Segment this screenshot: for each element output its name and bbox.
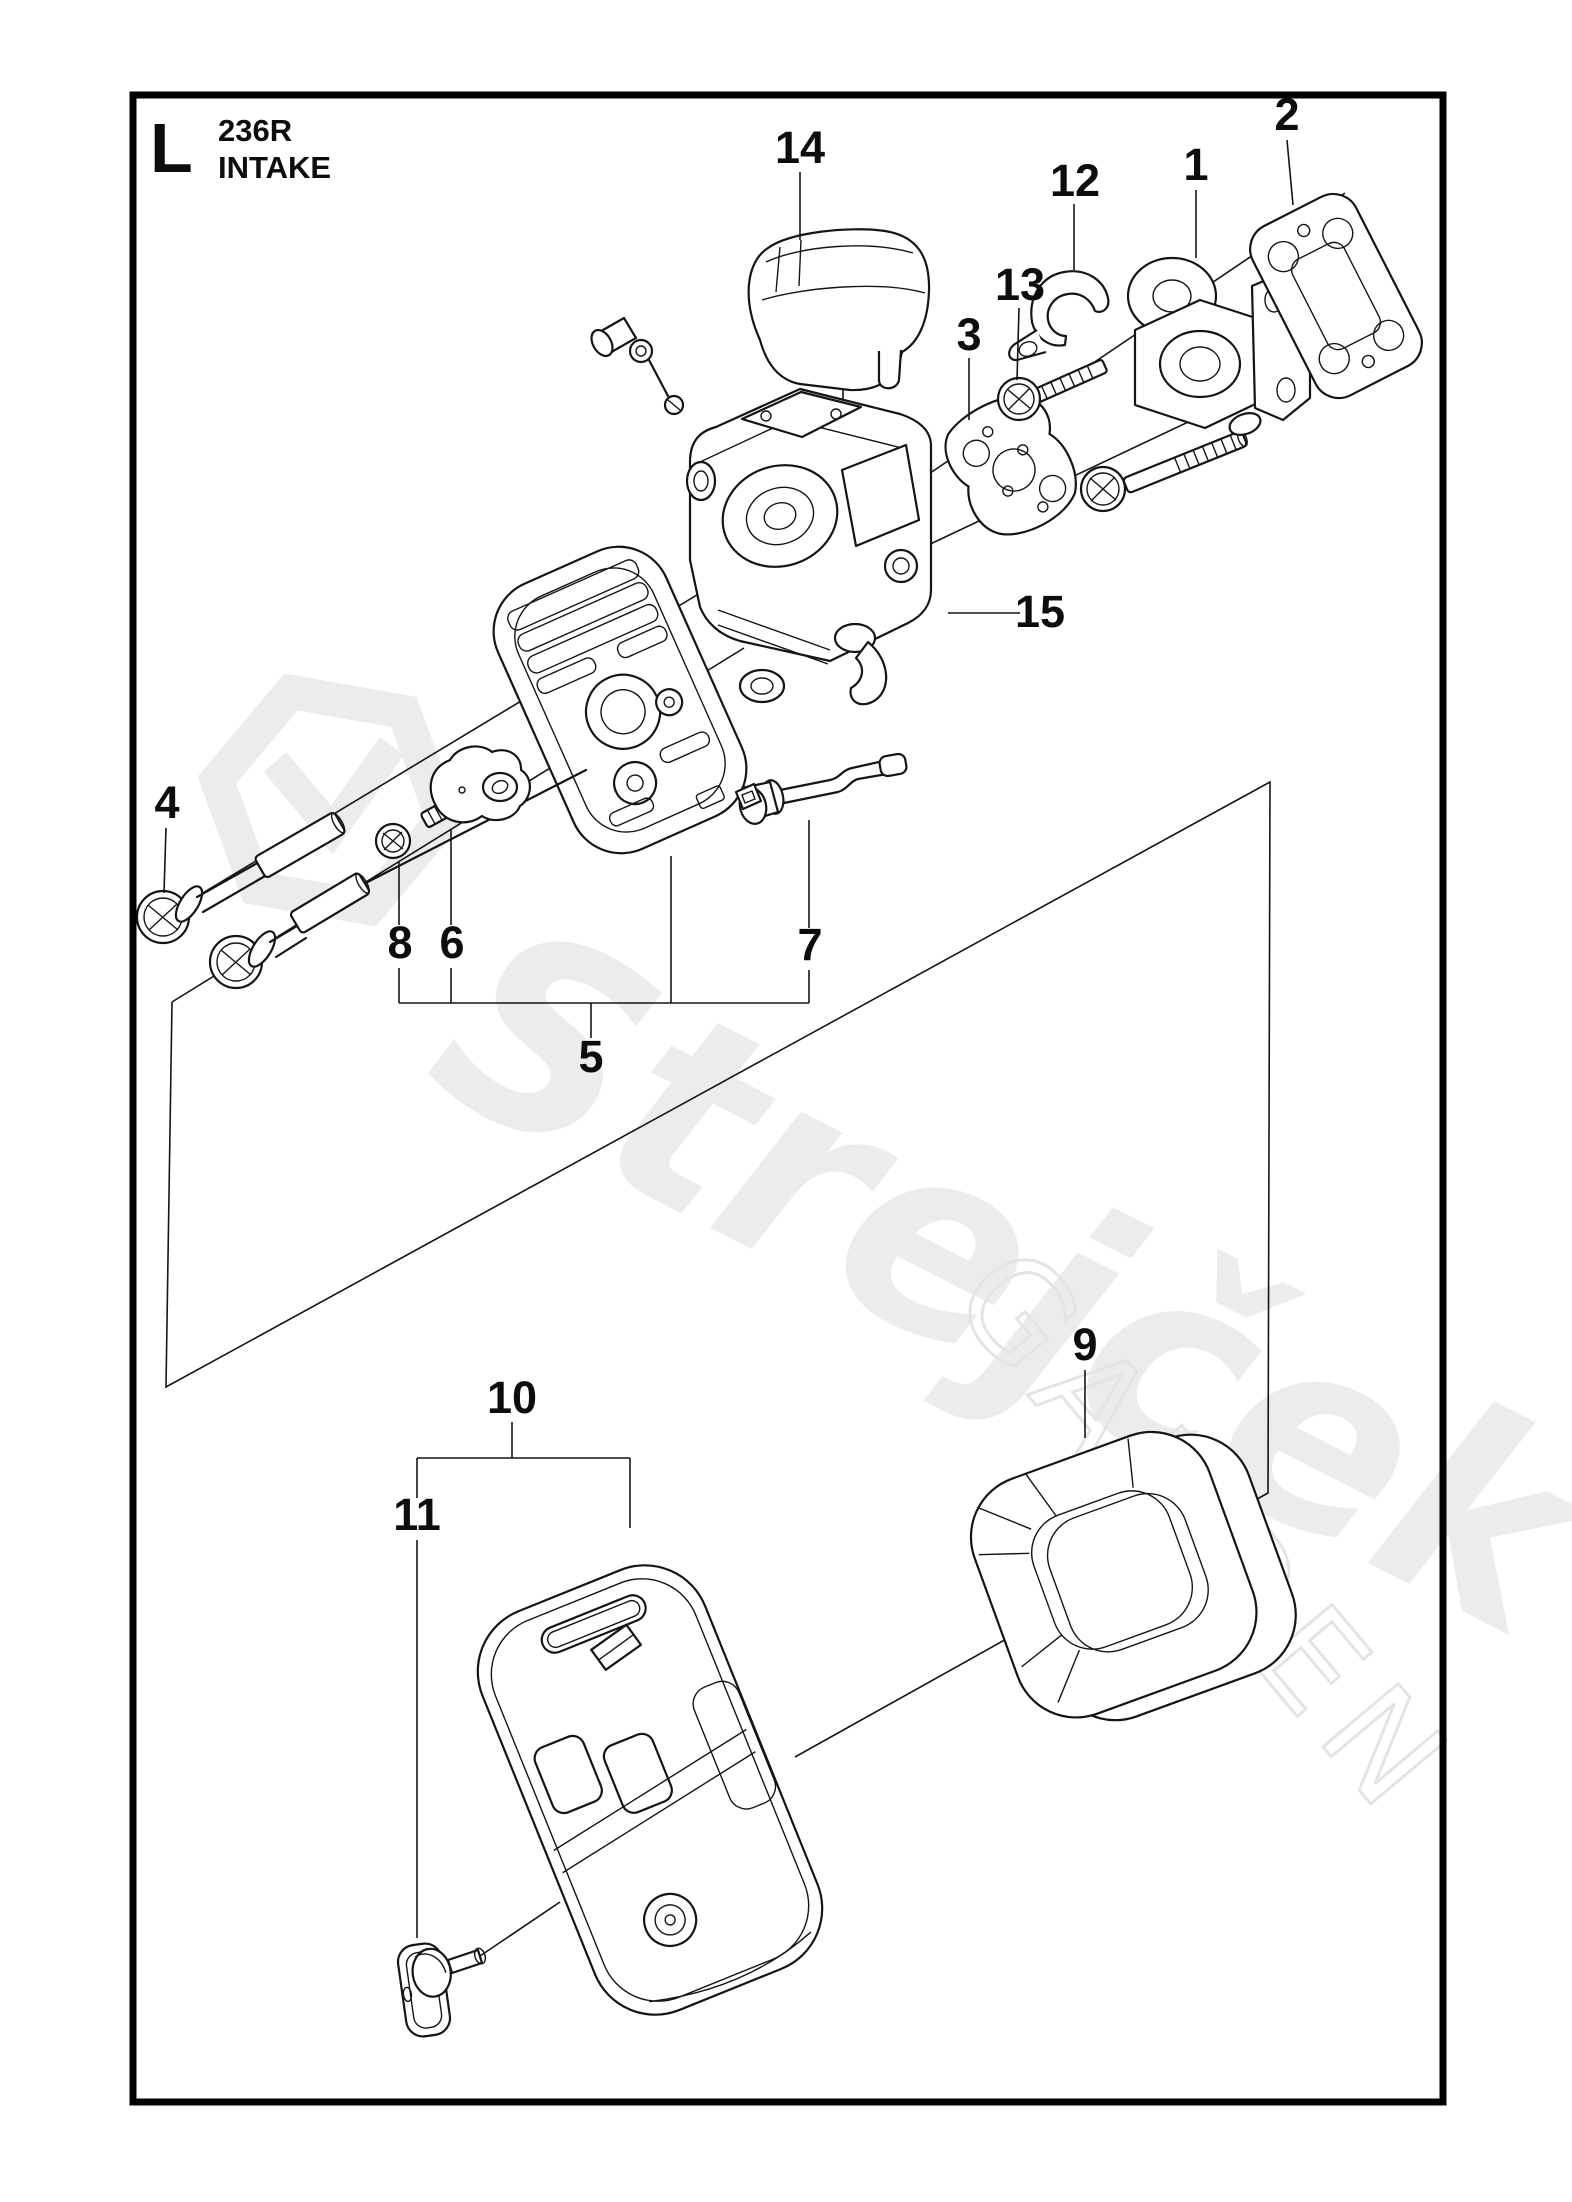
callout-1: 1 <box>1183 139 1208 190</box>
part-illustration-carburetor <box>590 316 933 706</box>
callout-15: 15 <box>1015 586 1065 637</box>
part-illustration-manifold-gasket <box>1249 192 1423 400</box>
part-illustration-intake-cap <box>747 228 931 392</box>
part-illustration-long-screw-upper <box>135 811 346 945</box>
fuel-fitting <box>590 316 685 416</box>
callout-6: 6 <box>439 917 464 968</box>
part-illustration-long-screw-lower <box>208 872 371 990</box>
callout-4: 4 <box>154 777 179 828</box>
callout-10: 10 <box>487 1372 537 1423</box>
diagram-header: L 236R INTAKE <box>150 109 331 187</box>
callout-11: 11 <box>393 1489 441 1540</box>
part-illustration-filter-holder-base <box>492 545 748 855</box>
part-illustration-carb-gasket <box>944 395 1077 536</box>
part-illustration-bolt-lower <box>1079 430 1248 513</box>
callout-3: 3 <box>956 309 981 360</box>
model-number: 236R <box>218 113 292 148</box>
callout-5: 5 <box>578 1031 603 1082</box>
callout-numbers: 1 2 3 4 5 6 7 8 9 10 11 12 13 14 15 <box>154 89 1299 1540</box>
part-illustration-air-filter <box>969 1430 1297 1722</box>
screw-axis-line <box>350 768 588 892</box>
part-illustration-choke-lever <box>734 752 908 825</box>
callout-9: 9 <box>1072 1319 1097 1370</box>
page-border <box>129 91 1447 2106</box>
part-illustration-cover-knob <box>396 1901 561 2038</box>
watermark: Strejček GARDEN <box>197 673 1572 1850</box>
callout-14: 14 <box>775 122 825 173</box>
section-letter: L <box>150 109 193 187</box>
part-illustration-choke-cam <box>429 745 531 824</box>
callout-7: 7 <box>797 919 822 970</box>
part-illustration-bolt-upper <box>996 359 1108 422</box>
hexagon-logo-icon <box>197 673 463 927</box>
callout-13: 13 <box>995 259 1045 310</box>
callout-leader-lines <box>163 139 1294 1938</box>
callout-12: 12 <box>1050 155 1100 206</box>
part-illustration-filter-cover <box>476 1564 824 2016</box>
callout-8: 8 <box>387 917 412 968</box>
section-title: INTAKE <box>218 150 331 185</box>
